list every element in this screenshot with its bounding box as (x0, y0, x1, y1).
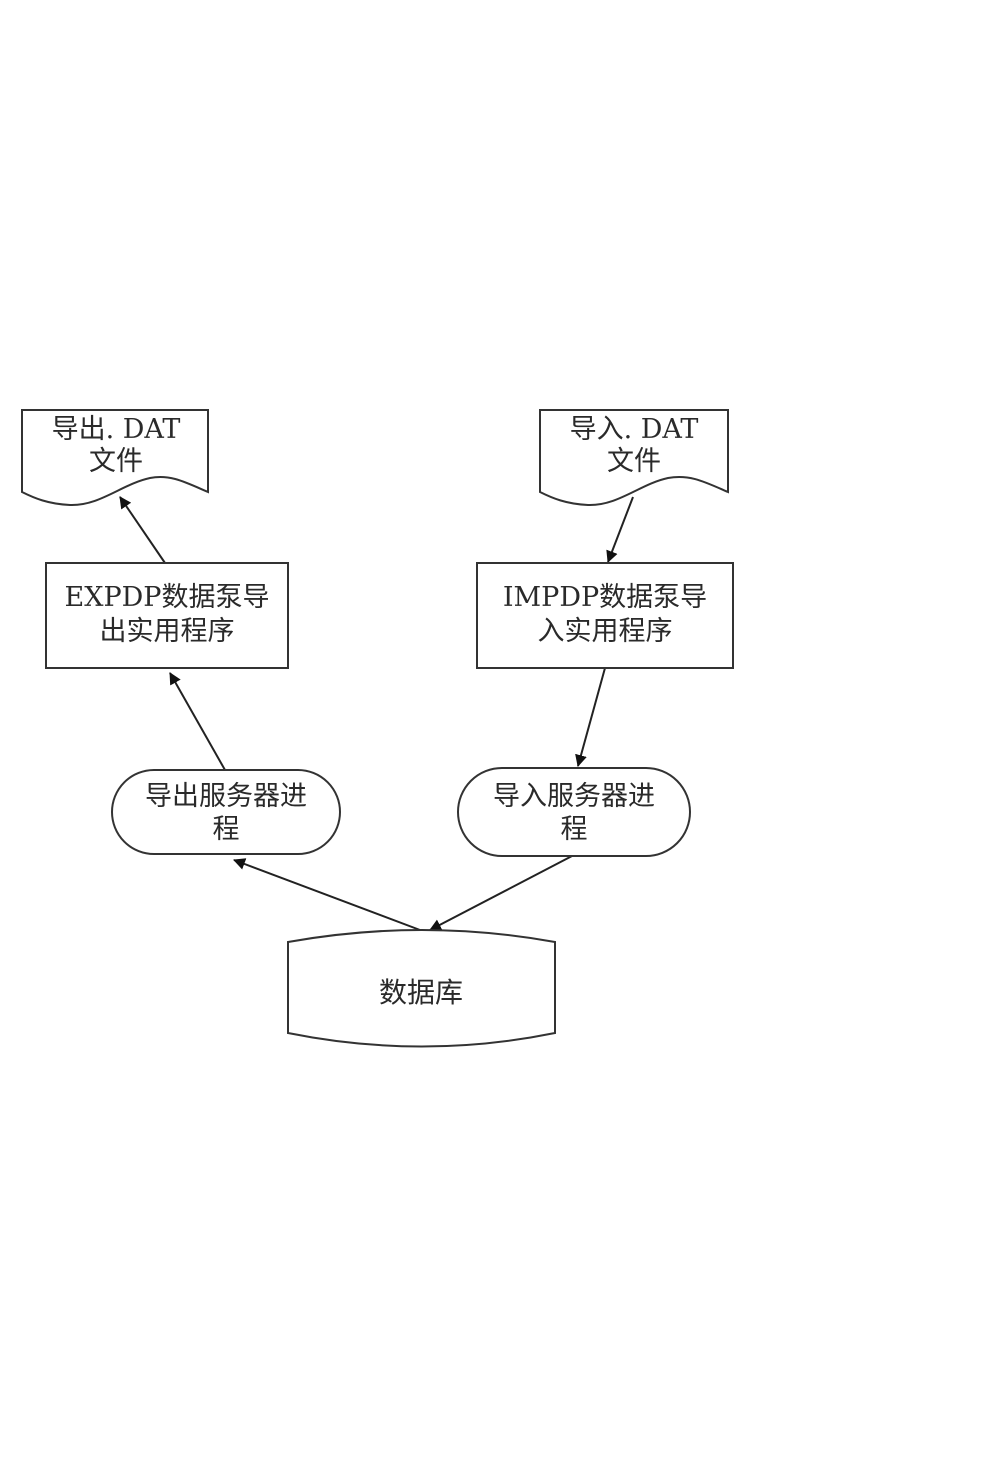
import-file-label-line1: 导入. DAT (570, 414, 699, 445)
import-file-label-line2: 文件 (607, 446, 661, 477)
export-server-label-line2: 程 (213, 814, 240, 845)
arrow-import-server-to-database (430, 856, 572, 930)
import-dat-file-node: 导入. DAT 文件 (540, 410, 728, 505)
import-server-label-line1: 导入服务器进 (493, 781, 655, 812)
arrow-expdp-to-export-file (120, 497, 165, 563)
export-file-label-line2: 文件 (89, 446, 143, 477)
database-node: 数据库 (288, 930, 555, 1047)
arrow-export-server-to-expdp (170, 673, 225, 770)
export-file-label-line1: 导出. DAT (52, 414, 181, 445)
database-label: 数据库 (379, 976, 463, 1009)
export-server-process-node: 导出服务器进 程 (112, 770, 340, 854)
expdp-label-line2: 出实用程序 (100, 616, 235, 647)
impdp-label-line2: 入实用程序 (538, 616, 673, 647)
import-server-label-line2: 程 (561, 814, 588, 845)
expdp-label-line1: EXPDP数据泵导 (65, 582, 270, 613)
impdp-utility-node: IMPDP数据泵导 入实用程序 (477, 563, 733, 668)
import-server-process-node: 导入服务器进 程 (458, 768, 690, 856)
impdp-label-line1: IMPDP数据泵导 (503, 582, 707, 613)
arrow-database-to-export-server (234, 860, 420, 930)
expdp-utility-node: EXPDP数据泵导 出实用程序 (46, 563, 288, 668)
export-dat-file-node: 导出. DAT 文件 (22, 410, 208, 505)
arrow-import-file-to-impdp (608, 497, 633, 562)
arrow-impdp-to-import-server (578, 668, 605, 766)
edges (120, 497, 633, 930)
export-server-label-line1: 导出服务器进 (145, 781, 307, 812)
